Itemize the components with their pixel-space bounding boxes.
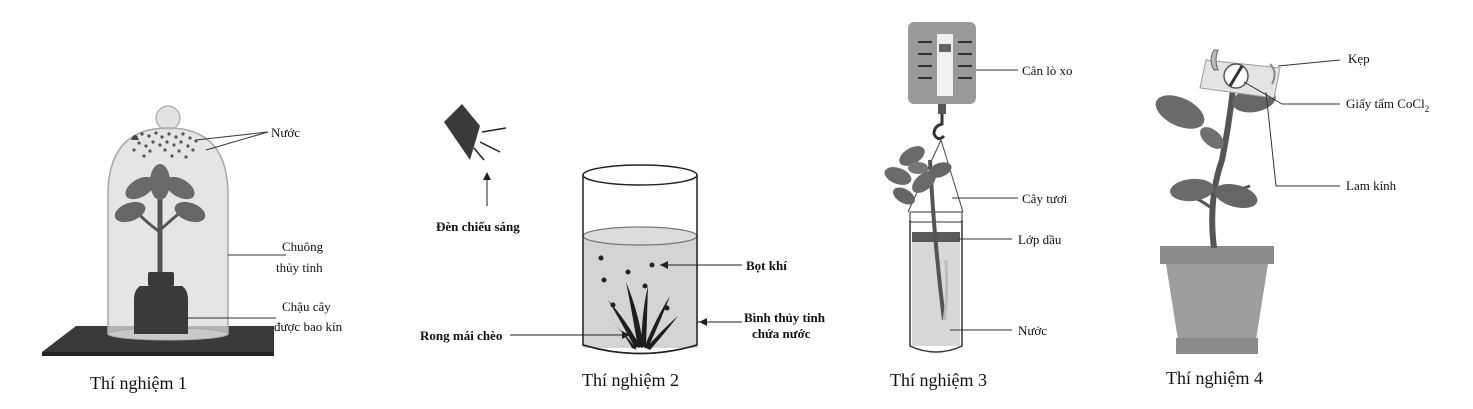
sealed-pot — [134, 272, 188, 334]
water-droplets — [131, 131, 198, 159]
label-oil: Lớp dầu — [1018, 232, 1062, 247]
fresh-plant — [884, 146, 952, 321]
label-water-1: Nước — [271, 125, 300, 140]
label-bell-1: Chuông — [282, 239, 324, 254]
caption-2: Thí nghiệm 2 — [582, 370, 679, 390]
leader-water-2 — [205, 131, 269, 151]
label-paper-main: Giấy tẩm CoCl — [1346, 96, 1425, 111]
label-scale: Cân lò xo — [1022, 63, 1073, 78]
leader-slide — [1265, 91, 1340, 187]
label-pot-1: Chậu cây — [282, 299, 331, 314]
flower-pot — [1160, 246, 1274, 354]
label-paper: Giấy tẩm CoCl2 — [1346, 96, 1429, 114]
spring-scale — [908, 22, 976, 141]
seaweed — [608, 282, 678, 350]
label-bell-2: thủy tinh — [276, 260, 323, 275]
caption-3: Thí nghiệm 3 — [890, 370, 987, 390]
experiment-1: Nước Chuông thủy tinh Chậu cây được bao … — [42, 105, 343, 393]
leader-paper — [1243, 81, 1340, 105]
label-slide: Lam kính — [1346, 178, 1397, 193]
label-clip: Kẹp — [1348, 51, 1370, 66]
caption-4: Thí nghiệm 4 — [1166, 368, 1263, 388]
plant — [114, 164, 206, 282]
leader-clip — [1277, 59, 1341, 67]
experiment-3: Cân lò xo Cây tươi Lớp dầu Nước Thí nghi… — [884, 22, 1073, 390]
label-bubbles: Bọt khí — [746, 258, 787, 273]
experiment-4: Kẹp Giấy tẩm CoCl2 Lam kính Thí nghiệm 4 — [1155, 49, 1429, 388]
label-jar-1: Bình thủy tinh — [744, 310, 826, 325]
lamp-icon — [444, 104, 507, 161]
label-water-3: Nước — [1018, 323, 1047, 338]
label-fresh-plant: Cây tươi — [1022, 191, 1068, 206]
glass-slide — [1199, 49, 1281, 99]
potted-plant — [1155, 79, 1276, 249]
experiment-2: Đèn chiếu sáng Bọ — [420, 104, 826, 390]
label-paper-subscript: 2 — [1425, 104, 1430, 114]
label-lamp: Đèn chiếu sáng — [436, 219, 520, 234]
leader-water-1 — [195, 131, 269, 141]
label-jar-2: chứa nước — [752, 326, 811, 341]
label-seaweed: Rong mái chèo — [420, 328, 502, 343]
caption-1: Thí nghiệm 1 — [90, 373, 187, 393]
label-pot-2: được bao kín — [274, 319, 343, 334]
